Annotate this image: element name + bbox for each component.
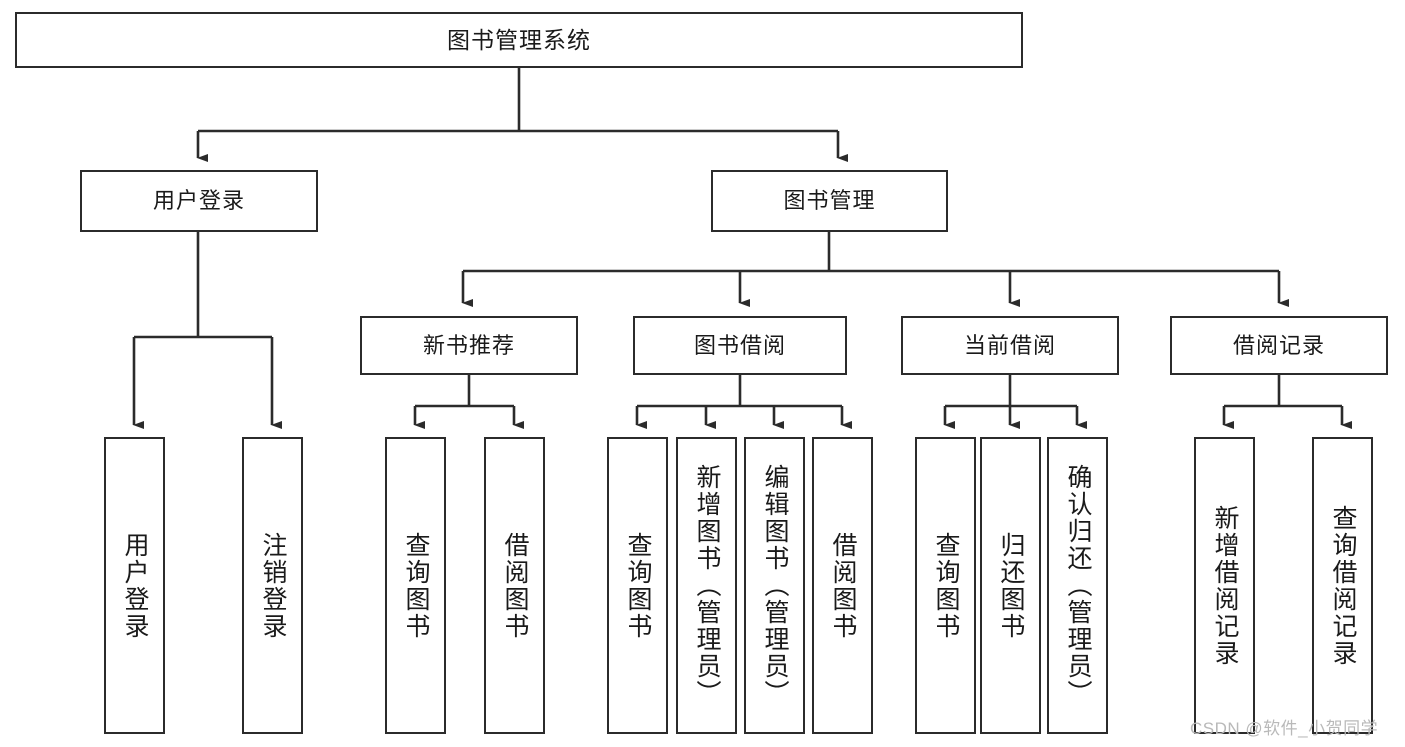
node-new-book-recommend[interactable]: 新书推荐 (360, 316, 578, 375)
leaf-user-login[interactable]: 用户登录 (104, 437, 165, 734)
node-label: 确认归还（管理员） (1064, 464, 1092, 707)
node-label: 归还图书 (997, 531, 1025, 640)
leaf-borrow-book-recommend[interactable]: 借阅图书 (484, 437, 545, 734)
node-label: 图书借阅 (693, 332, 786, 358)
node-book-management[interactable]: 图书管理 (711, 170, 948, 232)
node-label: 新增图书（管理员） (693, 464, 721, 707)
node-label: 当前借阅 (963, 332, 1056, 358)
node-label: 注销登录 (259, 531, 287, 640)
node-label: 图书管理 (783, 188, 876, 214)
node-label: 新书推荐 (422, 332, 515, 358)
leaf-edit-book-admin[interactable]: 编辑图书（管理员） (744, 437, 805, 734)
leaf-add-borrow-record[interactable]: 新增借阅记录 (1194, 437, 1255, 734)
node-label: 借阅记录 (1232, 332, 1325, 358)
node-user-login[interactable]: 用户登录 (80, 170, 318, 232)
node-label: 查询图书 (932, 531, 960, 640)
node-label: 查询图书 (402, 531, 430, 640)
leaf-query-borrow-record[interactable]: 查询借阅记录 (1312, 437, 1373, 734)
leaf-add-book-admin[interactable]: 新增图书（管理员） (676, 437, 737, 734)
node-label: 借阅图书 (829, 531, 857, 640)
node-current-borrow[interactable]: 当前借阅 (901, 316, 1119, 375)
node-label: 新增借阅记录 (1211, 504, 1239, 667)
node-label: 用户登录 (152, 188, 245, 214)
node-label: 用户登录 (121, 531, 149, 640)
leaf-query-book-current[interactable]: 查询图书 (915, 437, 976, 734)
csdn-watermark: CSDN @软件_小贺同学 (1190, 719, 1379, 738)
node-label: 借阅图书 (501, 531, 529, 640)
node-label: 查询借阅记录 (1329, 504, 1357, 667)
node-borrow-record[interactable]: 借阅记录 (1170, 316, 1388, 375)
node-label: 查询图书 (624, 531, 652, 640)
leaf-logout-login[interactable]: 注销登录 (242, 437, 303, 734)
leaf-borrow-book[interactable]: 借阅图书 (812, 437, 873, 734)
node-book-borrow[interactable]: 图书借阅 (633, 316, 847, 375)
node-label: 图书管理系统 (447, 26, 591, 53)
node-label: 编辑图书（管理员） (761, 464, 789, 707)
leaf-return-book[interactable]: 归还图书 (980, 437, 1041, 734)
leaf-query-book-recommend[interactable]: 查询图书 (385, 437, 446, 734)
node-root-book-management-system[interactable]: 图书管理系统 (15, 12, 1023, 68)
leaf-query-book-borrow[interactable]: 查询图书 (607, 437, 668, 734)
leaf-confirm-return-admin[interactable]: 确认归还（管理员） (1047, 437, 1108, 734)
